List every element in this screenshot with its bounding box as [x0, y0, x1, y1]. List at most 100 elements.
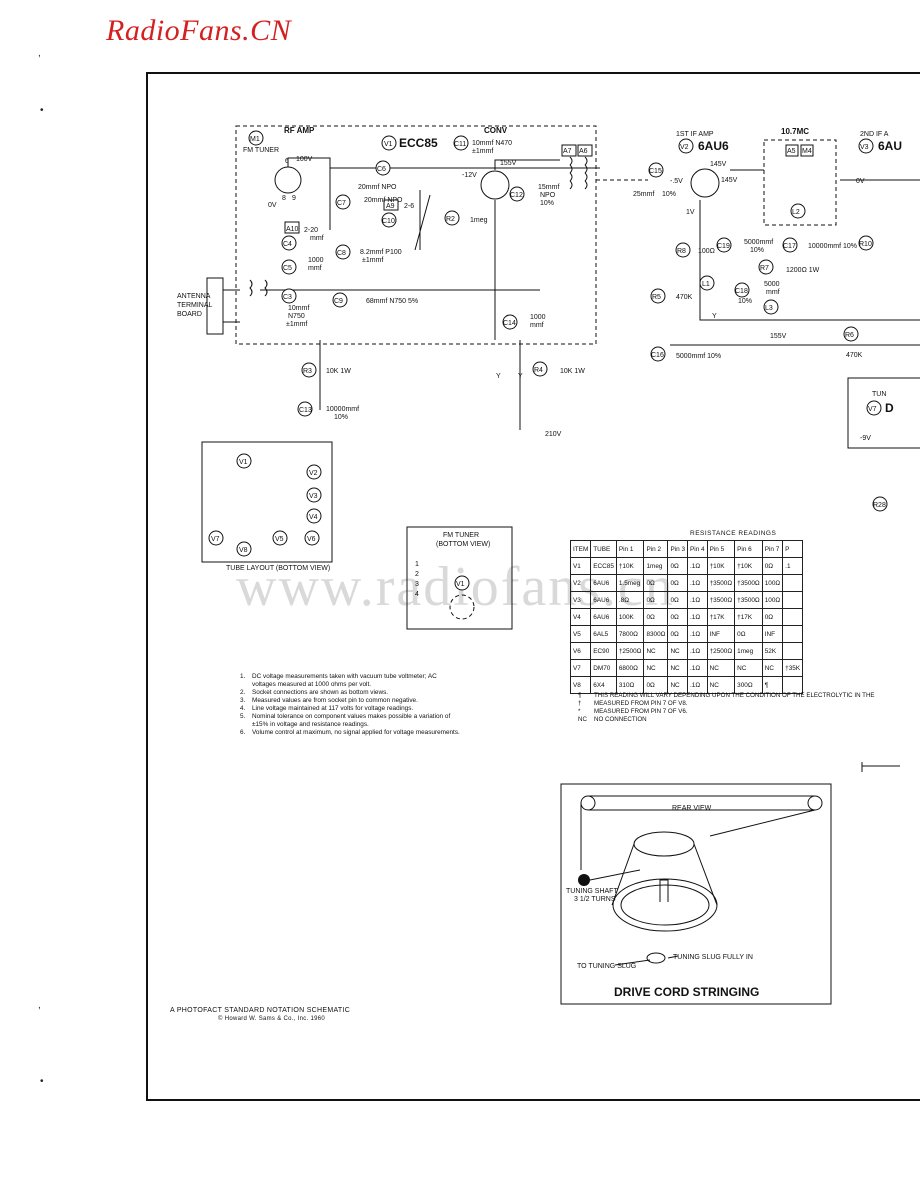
c8-tolerance: ±1mmf	[362, 257, 383, 264]
c12-value: 15mmf	[538, 184, 559, 191]
c19-label: C19	[717, 243, 730, 250]
note-item: 1.DC voltage measurements taken with vac…	[240, 673, 437, 688]
schematic-frame	[146, 72, 920, 1101]
c17-value: 10000mmf 10%	[808, 243, 857, 250]
fm-tuner-bottom-view	[406, 526, 513, 630]
l3-marker	[763, 299, 779, 315]
v7-grid-voltage: -9V	[860, 435, 871, 442]
table-cell: 0Ω	[643, 574, 669, 592]
table-cell: .1Ω	[687, 642, 708, 660]
cord-top	[588, 795, 815, 811]
first-if-tube	[690, 168, 720, 198]
r7-label: R7	[760, 265, 769, 272]
footnote-item: ¶THIS READING WILL VARY DEPENDING UPON T…	[578, 692, 875, 699]
table-cell: 6AU6	[590, 574, 617, 592]
table-cell: NC	[667, 676, 689, 694]
r6-value: 470K	[846, 352, 863, 359]
v7-tube: D	[885, 401, 894, 415]
r4-label: R4	[534, 367, 543, 374]
l2-label: L2	[792, 209, 800, 216]
c12-type: NPO	[540, 192, 556, 199]
first-if-label: 1ST IF AMP	[676, 131, 714, 138]
rf-pin6: 6	[285, 158, 289, 165]
tuning-label: TUN	[872, 391, 886, 398]
table-cell	[782, 608, 804, 626]
fm-view-pin-3: 3	[415, 581, 419, 588]
c16-label: C16	[651, 352, 664, 359]
v2-cathode-voltage: 1V	[686, 209, 695, 216]
copyright-line: © Howard W. Sams & Co., Inc. 1960	[218, 1016, 326, 1022]
tuning-slug	[646, 952, 666, 964]
c10-label: C10	[382, 218, 395, 225]
table-cell: .1	[782, 557, 804, 575]
tuning-indicator-box	[847, 377, 920, 449]
tube-socket-label: V3	[309, 493, 318, 500]
v7-label: V7	[868, 406, 877, 413]
r7-marker	[758, 259, 774, 275]
table-cell: NC	[643, 642, 669, 660]
table-header-cell: Pin 1	[615, 540, 645, 558]
table-cell: 0Ω	[667, 557, 689, 575]
r8-label: R8	[677, 248, 686, 255]
c13-marker	[297, 401, 313, 417]
c13-value: 10000mmf	[326, 406, 359, 413]
table-cell: V4	[569, 608, 592, 626]
r2-label: R2	[446, 216, 455, 223]
r2-marker	[444, 210, 460, 226]
fm-view-pin-1: 1	[415, 561, 419, 568]
c18-unit: mmf	[766, 289, 780, 296]
v1-tube: ECC85	[399, 136, 438, 150]
table-header-cell: Pin 4	[687, 540, 708, 558]
v3-grid-voltage: 0V	[856, 178, 865, 185]
table-cell: V5	[569, 625, 592, 643]
v2-grid-voltage: -.5V	[670, 178, 683, 185]
r6-label: R6	[845, 332, 854, 339]
tuning-shaft-label-2: 3 1/2 TURNS	[574, 896, 616, 903]
table-cell: 6AU6	[590, 591, 617, 609]
slug-fully-in-label: TUNING SLUG FULLY IN	[673, 954, 753, 961]
rf-pin8: 8	[282, 195, 286, 202]
v3-marker	[858, 138, 874, 154]
table-cell: ECC85	[590, 557, 617, 575]
tube-layout-box	[201, 441, 333, 563]
table-cell: V1	[569, 557, 592, 575]
table-cell: †3500Ω	[706, 591, 736, 609]
c14-marker	[502, 314, 518, 330]
table-cell: 310Ω	[615, 676, 645, 694]
table-cell: 0Ω	[667, 608, 689, 626]
r4-marker	[532, 361, 548, 377]
table-cell: †3500Ω	[734, 591, 763, 609]
l2-marker	[790, 203, 806, 219]
table-cell: †17K	[734, 608, 763, 626]
table-cell: NC	[706, 659, 736, 677]
conv-plate-voltage: 155V	[500, 160, 517, 167]
rf-amp-label: RF AMP	[284, 126, 315, 135]
rf-pin9: 9	[292, 195, 296, 202]
table-header-cell: ITEM	[569, 540, 592, 558]
r3-label: R3	[303, 368, 312, 375]
v2-label: V2	[680, 144, 689, 151]
fm-view-title-2: (BOTTOM VIEW)	[436, 541, 490, 548]
tube-socket-v5	[272, 530, 288, 546]
table-cell: 0Ω	[667, 574, 689, 592]
c6-marker	[375, 160, 391, 176]
table-cell: 6800Ω	[615, 659, 645, 677]
y-label-2: Y	[518, 373, 523, 380]
c14-label: C14	[503, 320, 516, 327]
c14-value: 1000	[530, 314, 546, 321]
r10-label: R10	[859, 241, 872, 248]
r5-marker	[650, 288, 666, 304]
c18-tolerance: 10%	[738, 298, 752, 305]
table-cell: 6X4	[590, 676, 617, 694]
table-cell: †3500Ω	[706, 574, 736, 592]
c18-value: 5000	[764, 281, 780, 288]
rear-view-label: REAR VIEW	[672, 805, 712, 812]
v2-marker	[678, 138, 694, 154]
table-cell: NC	[761, 659, 784, 677]
c18-marker	[734, 282, 750, 298]
fm-view-v1-marker	[454, 575, 470, 591]
